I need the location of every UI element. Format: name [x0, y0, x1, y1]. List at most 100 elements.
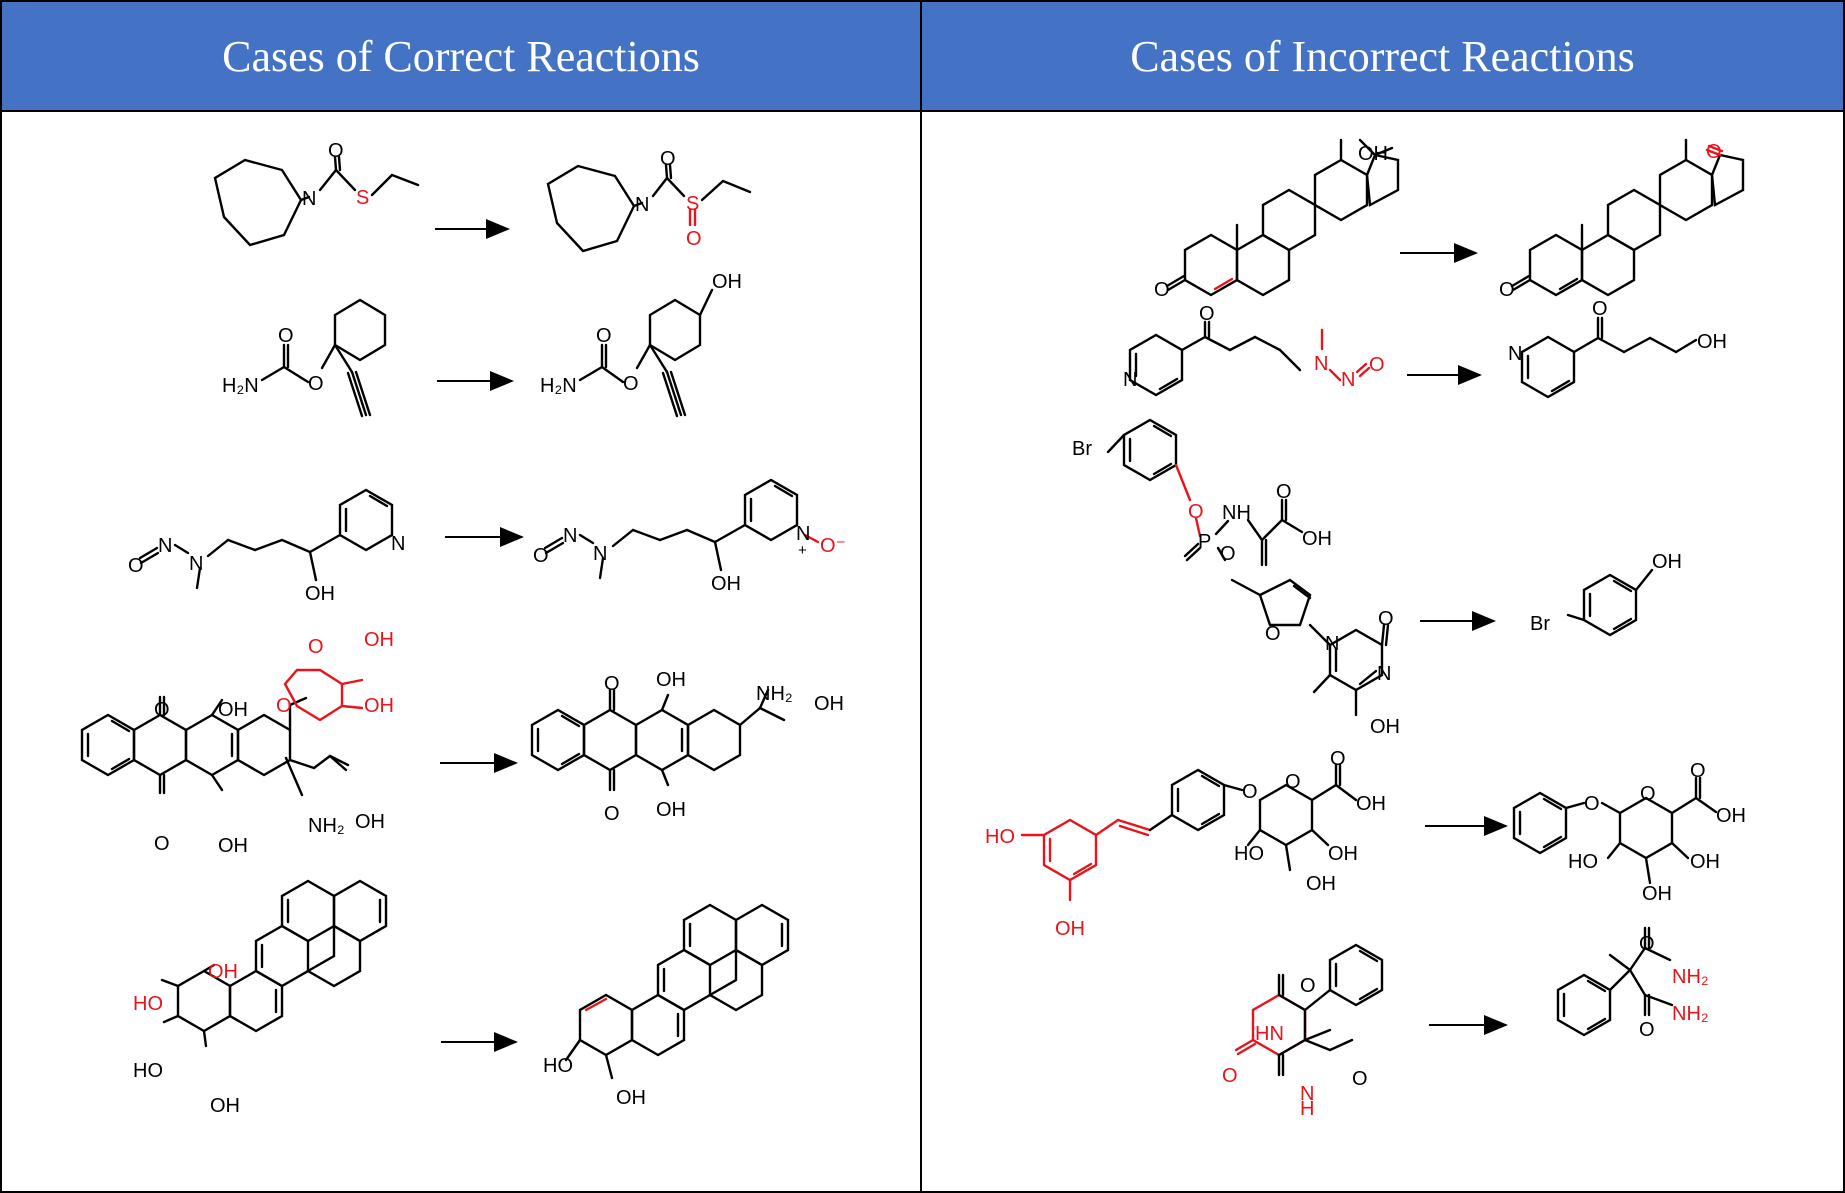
- reaction-7-product: N O OH: [1508, 298, 1727, 399]
- oxygen-label: O: [1154, 279, 1170, 301]
- hydroxyl-label-highlight: HO: [985, 826, 1015, 848]
- reaction-5-reactant: OH HO HO OH: [133, 879, 388, 1117]
- hydroxyl-label: HO: [1568, 851, 1598, 873]
- nitrogen-label: N: [1325, 633, 1339, 655]
- hydroxyl-label: OH: [1697, 331, 1727, 353]
- pyridine-nitrogen-label: N: [1508, 343, 1522, 365]
- hydroxyl-label: OH: [1652, 551, 1682, 573]
- oxygen-label: O: [1276, 481, 1292, 503]
- sugar-ring-oxygen-label-highlight: O: [308, 636, 324, 658]
- amide-nh-label: NH: [1222, 502, 1251, 524]
- oxygen-label: O: [1499, 279, 1515, 301]
- hydroxyl-label: HO: [1234, 843, 1264, 865]
- oxygen-label: O: [1639, 1019, 1655, 1041]
- reaction-5-product: HO OH: [543, 903, 790, 1109]
- pyridine-nitrogen-label: N: [796, 523, 810, 545]
- sugar-hydroxyl-label-highlight: OH: [364, 629, 394, 651]
- hydroxyl-label: OH: [218, 699, 248, 721]
- imide-hydrogen-label-highlight: H: [1300, 1098, 1314, 1120]
- hydroxyl-label-highlight: OH: [208, 961, 238, 983]
- reaction-4-product: O O OH OH NH₂ OH: [530, 669, 844, 825]
- oxygen-label: O: [1639, 933, 1655, 955]
- hydroxyl-label: OH: [711, 573, 741, 595]
- hydroxyl-label: OH: [1358, 143, 1388, 165]
- sulfur-label-highlight: S: [686, 193, 699, 215]
- reaction-7-reactant: N O N N O: [1123, 303, 1385, 397]
- hydroxyl-label-highlight: HO: [133, 993, 163, 1015]
- oxygen-label-highlight: O: [686, 228, 702, 250]
- hydroxyl-label: OH: [218, 835, 248, 857]
- oxygen-label: O: [1592, 298, 1608, 320]
- nitrogen-label-highlight: N: [1341, 369, 1355, 391]
- hydroxyl-label: OH: [1690, 851, 1720, 873]
- oxygen-label: O: [623, 373, 639, 395]
- hydroxyl-label-highlight: OH: [1055, 918, 1085, 940]
- ring-oxygen-label: O: [1640, 783, 1656, 805]
- nitrogen-label-highlight: N: [1314, 353, 1328, 375]
- ring-oxygen-label: O: [1285, 771, 1301, 793]
- reaction-6-product: O O: [1499, 138, 1745, 301]
- hydroxyl-label: OH: [656, 799, 686, 821]
- nitrogen-label: N: [593, 543, 607, 565]
- hydroxyl-label: OH: [1302, 528, 1332, 550]
- imide-nitrogen-label-highlight: N: [1300, 1083, 1314, 1105]
- oxygen-label: O: [660, 148, 676, 170]
- oxygen-label: O: [1242, 781, 1258, 803]
- oxygen-label: O: [308, 373, 324, 395]
- reaction-3-reactant: O N N OH N: [128, 488, 405, 605]
- oxygen-label: O: [154, 699, 170, 721]
- oxygen-label: O: [1330, 748, 1346, 770]
- reaction-2-product: OH H₂N O O: [540, 271, 742, 418]
- pyridine-nitrogen-label: N: [1123, 369, 1137, 391]
- oxygen-label: O: [1220, 543, 1236, 565]
- amine-label: NH₂: [756, 683, 793, 705]
- oxygen-label: O: [596, 325, 612, 347]
- nitrogen-label: N: [563, 525, 577, 547]
- hydroxyl-label: OH: [1370, 716, 1400, 738]
- nitrogen-label: N: [189, 553, 203, 575]
- reaction-1-reactant: N O S: [213, 140, 420, 247]
- hydroxyl-label: HO: [543, 1055, 573, 1077]
- bromine-label: Br: [1530, 613, 1550, 635]
- pyridine-nitrogen-label: N: [391, 533, 405, 555]
- positive-charge-label: +: [798, 542, 807, 559]
- hydroxyl-label: OH: [1642, 883, 1672, 905]
- oxygen-label: O: [1690, 760, 1706, 782]
- hydroxyl-label: OH: [712, 271, 742, 293]
- urea-oxygen-label-highlight: O: [1222, 1065, 1238, 1087]
- hydroxyl-label: OH: [355, 811, 385, 833]
- reaction-3-product: O N N OH N + O⁻: [533, 478, 846, 595]
- nitrogen-label: N: [635, 194, 649, 216]
- oxygen-label: O: [604, 803, 620, 825]
- oxygen-label: O: [128, 555, 144, 577]
- amide-nh2-label-highlight: NH₂: [1672, 1003, 1709, 1025]
- reaction-6-reactant: O OH: [1154, 138, 1400, 301]
- reaction-4-reactant: O O OH OH O O OH OH NH₂ OH: [80, 629, 394, 857]
- reaction-9-reactant: HO OH O O O OH HO OH OH: [985, 748, 1386, 940]
- hydroxyl-label: OH: [210, 1095, 240, 1117]
- amine-label: H₂N: [222, 375, 259, 397]
- oxygen-label: O: [533, 545, 549, 567]
- oxygen-label: O: [154, 833, 170, 855]
- nitroso-oxygen-label-highlight: O: [1369, 354, 1385, 376]
- sulfur-label-highlight: S: [356, 187, 369, 209]
- sugar-hydroxyl-label-highlight: OH: [364, 695, 394, 717]
- oxygen-label: O: [1352, 1068, 1368, 1090]
- nitrogen-label: N: [302, 188, 316, 210]
- header-correct-reactions: Cases of Correct Reactions: [2, 2, 920, 110]
- hydroxyl-label: OH: [656, 669, 686, 691]
- hydroxyl-label: OH: [1306, 873, 1336, 895]
- oxygen-label: O: [278, 325, 294, 347]
- hydroxyl-label: OH: [814, 693, 844, 715]
- hydroxyl-label: OH: [1356, 793, 1386, 815]
- oxygen-label: O: [328, 140, 344, 162]
- ketone-oxygen-label-highlight: O: [1706, 141, 1722, 163]
- amine-label: H₂N: [540, 375, 577, 397]
- header-incorrect-reactions: Cases of Incorrect Reactions: [922, 2, 1843, 110]
- reaction-10-product: NH₂ NH₂ O O: [1556, 926, 1709, 1041]
- reaction-8-reactant: Br O NH P O O OH O N O N OH: [1072, 418, 1400, 738]
- furanose-oxygen-label: O: [1265, 623, 1281, 645]
